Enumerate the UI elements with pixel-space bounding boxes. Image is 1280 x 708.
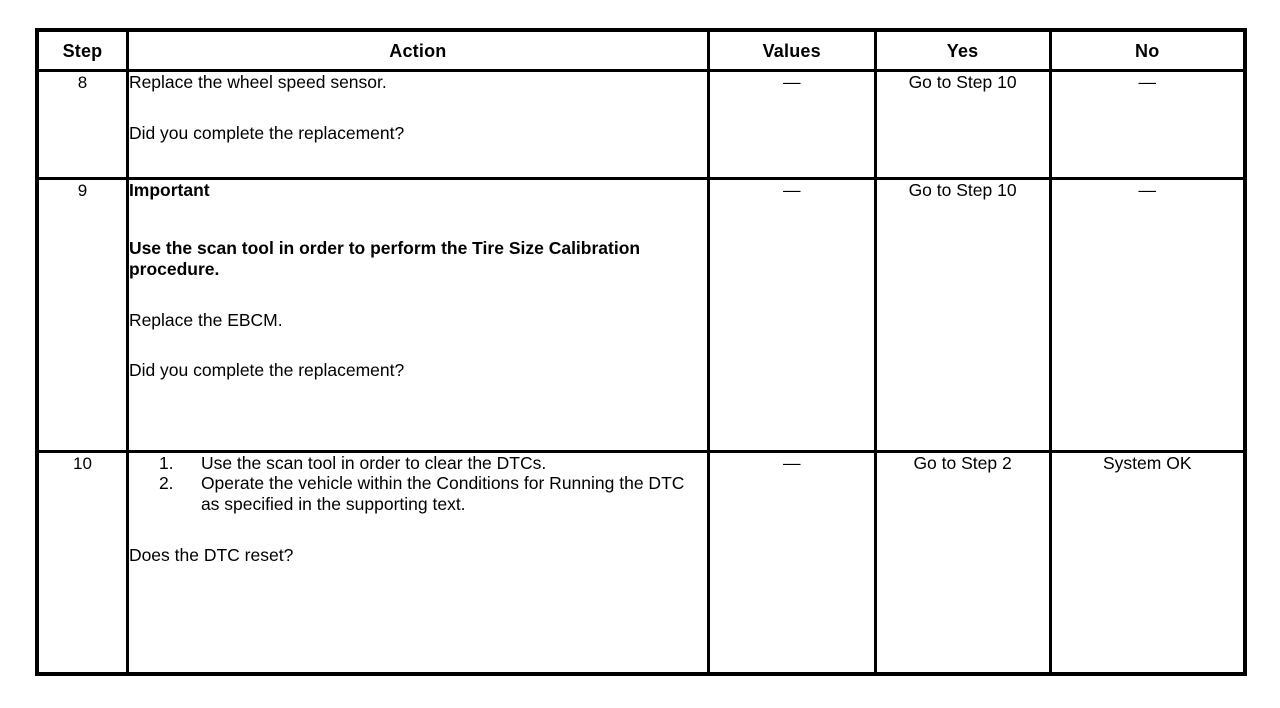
line-gap [129,515,707,545]
line-gap [129,200,707,238]
list-item-text: Operate the vehicle within the Condition… [200,473,685,515]
yes-cell: Go to Step 2 [873,449,1052,676]
action-cell: Replace the wheel speed sensor. Did you … [125,69,710,180]
step-number-cell: 8 [35,69,129,180]
action-numbered-list: 1. Use the scan tool in order to clear t… [129,453,707,515]
values-dash: — [782,452,801,473]
diagnostic-step-table: Step Action Values Yes No 8 Replace the … [35,28,1247,676]
action-cell: 1. Use the scan tool in order to clear t… [125,449,710,676]
no-cell: — [1048,69,1247,180]
list-item: 2. Operate the vehicle within the Condit… [129,473,707,514]
no-cell: — [1048,176,1247,453]
yes-cell: Go to Step 10 [873,176,1052,453]
column-header-yes: Yes [873,28,1052,72]
column-header-no: No [1048,28,1247,72]
list-item-text: Use the scan tool in order to clear the … [200,452,547,473]
table-row: 9 Important Use the scan tool in order t… [35,176,1247,453]
no-cell: System OK [1048,449,1247,676]
action-important-body: Use the scan tool in order to perform th… [128,238,641,280]
values-dash: — [782,72,801,92]
column-header-step: Step [35,28,129,72]
list-item: 1. Use the scan tool in order to clear t… [129,453,707,474]
line-gap [129,330,707,360]
values-cell: — [706,176,877,453]
line-gap [129,93,707,123]
step-number-cell: 9 [35,176,129,453]
action-line: Replace the EBCM. [128,309,283,330]
values-dash: — [782,179,801,200]
action-question: Does the DTC reset? [128,544,294,565]
action-line: Replace the wheel speed sensor. [128,72,387,92]
action-important-heading: Important [128,179,210,200]
table-header-row: Step Action Values Yes No [35,28,1247,72]
values-cell: — [706,69,877,180]
list-item-marker: 2. [158,473,174,494]
list-item-marker: 1. [158,452,174,473]
table-row: 10 1. Use the scan tool in order to clea… [35,449,1247,676]
action-question: Did you complete the replacement? [128,360,405,381]
yes-cell: Go to Step 10 [873,69,1052,180]
table-row: 8 Replace the wheel speed sensor. Did yo… [35,69,1247,180]
line-gap [129,280,707,310]
column-header-action: Action [125,28,710,72]
step-number-cell: 10 [35,449,129,676]
column-header-values: Values [706,28,877,72]
action-cell: Important Use the scan tool in order to … [125,176,710,453]
values-cell: — [706,449,877,676]
action-question: Did you complete the replacement? [128,122,405,143]
